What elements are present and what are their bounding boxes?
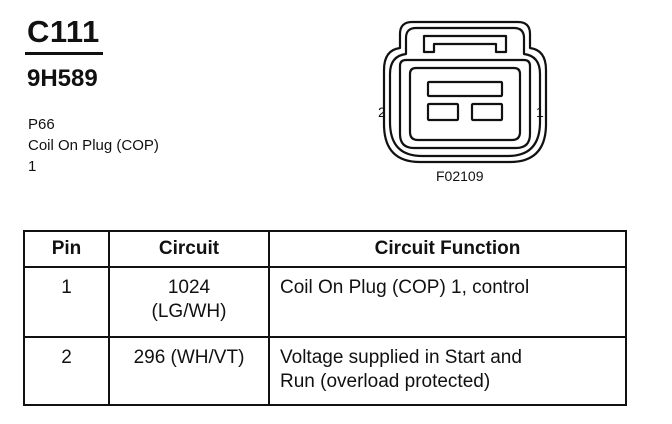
connector-lock-tab — [422, 34, 508, 54]
terminal-slot-pin-2 — [426, 102, 460, 122]
cell-circuit: 1024 (LG/WH) — [108, 266, 270, 338]
cell-circuit-function: Voltage supplied in Start and Run (overl… — [268, 336, 627, 406]
header-circuit-function: Circuit Function — [268, 230, 627, 268]
table-row: 2 296 (WH/VT) Voltage supplied in Start … — [23, 336, 627, 406]
connector-body-inner — [408, 66, 522, 142]
circuit-number: 296 (WH/VT) — [133, 347, 245, 368]
pin-label-2: 2 — [378, 104, 386, 120]
connector-body-outer — [398, 58, 532, 150]
cell-pin: 2 — [23, 336, 110, 406]
pin-label-1: 1 — [536, 104, 544, 120]
connector-face-diagram — [382, 20, 548, 164]
circuit-number: 1024 — [167, 277, 211, 298]
location-code: P66 — [28, 116, 55, 133]
circuit-color: (LG/WH) — [151, 301, 227, 322]
connector-id-underline — [25, 52, 103, 55]
cell-circuit-function: Coil On Plug (COP) 1, control — [268, 266, 627, 338]
table-header-row: Pin Circuit Circuit Function — [23, 230, 627, 268]
cell-circuit: 296 (WH/VT) — [108, 336, 270, 406]
function-text-continued: Run (overload protected) — [280, 371, 491, 392]
connector-id: C111 — [27, 14, 100, 49]
connector-outer-shell — [382, 20, 548, 164]
cell-pin: 1 — [23, 266, 110, 338]
terminal-slot-pin-1 — [470, 102, 504, 122]
function-text: Coil On Plug (COP) 1, control — [280, 277, 530, 298]
function-text: Voltage supplied in Start and — [280, 347, 522, 368]
header-circuit: Circuit — [108, 230, 270, 268]
part-number: 9H589 — [27, 65, 98, 92]
figure-code: F02109 — [436, 168, 484, 184]
pin-table: Pin Circuit Circuit Function 1 1024 (LG/… — [23, 230, 627, 406]
connector-shell-inner-line — [388, 26, 542, 158]
connector-description: Coil On Plug (COP) — [28, 137, 159, 154]
header-pin: Pin — [23, 230, 110, 268]
terminal-slot-upper — [426, 80, 504, 98]
table-row: 1 1024 (LG/WH) Coil On Plug (COP) 1, con… — [23, 266, 627, 338]
connector-index: 1 — [28, 158, 37, 175]
